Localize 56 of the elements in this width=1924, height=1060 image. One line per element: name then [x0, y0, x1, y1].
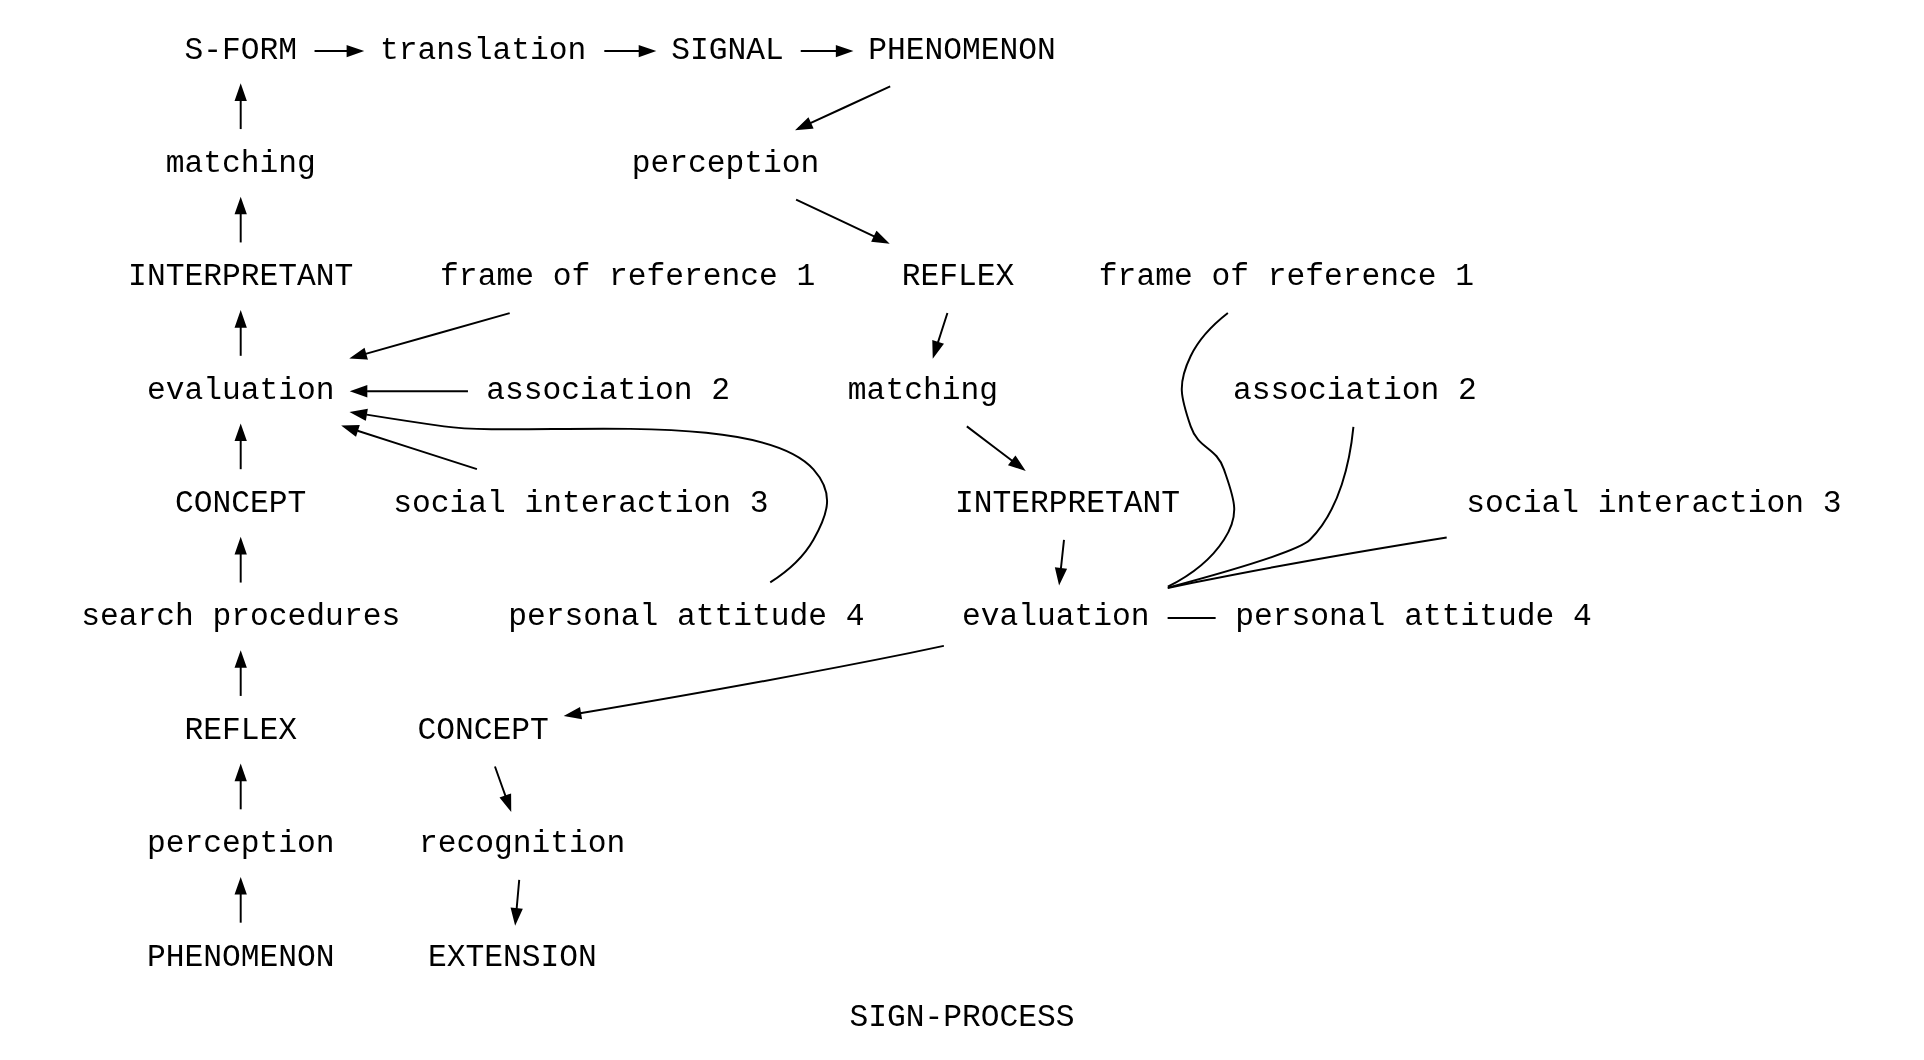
arrow — [234, 536, 247, 584]
arrow — [603, 44, 657, 58]
node-text: perception — [631, 145, 820, 181]
arrow — [795, 85, 892, 131]
connector — [1166, 425, 1355, 589]
connector — [1166, 536, 1448, 590]
node-text: SIGNAL — [671, 32, 784, 68]
node-text: social interaction 3 — [393, 486, 769, 522]
node-text: REFLEX — [901, 259, 1015, 295]
arrow — [349, 385, 469, 398]
arrow — [341, 425, 478, 471]
node-text: S-FORM — [184, 32, 297, 68]
node-text: personal attitude 4 — [1235, 599, 1592, 635]
node-text: frame of reference 1 — [1098, 259, 1475, 295]
node-text: translation — [379, 32, 587, 68]
arrow — [932, 312, 949, 359]
node-text: frame of reference 1 — [440, 259, 816, 295]
arrow — [234, 196, 247, 244]
node-text: INTERPRETANT — [128, 259, 354, 295]
arrow — [234, 83, 247, 131]
node-text: REFLEX — [184, 712, 297, 748]
arrow — [965, 425, 1026, 471]
connector — [1166, 312, 1236, 588]
arrow — [799, 44, 854, 58]
node-text: CONCEPT — [175, 486, 307, 522]
caption: SIGN-PROCESS — [849, 1000, 1075, 1036]
node-text: association 2 — [1232, 372, 1477, 408]
node-text: evaluation — [146, 372, 335, 408]
node-text: association 2 — [486, 372, 731, 408]
node-text: evaluation — [962, 599, 1150, 635]
connector — [1166, 617, 1217, 619]
arrow — [234, 310, 247, 357]
node-text: social interaction 3 — [1466, 486, 1842, 522]
node-text: PHENOMENON — [146, 939, 335, 975]
arrow — [234, 423, 247, 471]
arrow — [349, 408, 828, 584]
node-text: INTERPRETANT — [954, 486, 1181, 522]
arrow — [349, 312, 511, 360]
arrow — [493, 765, 512, 813]
node-text: perception — [146, 826, 335, 862]
node-text: PHENOMENON — [868, 32, 1056, 68]
node-text: CONCEPT — [417, 712, 549, 748]
arrow — [313, 44, 365, 58]
arrow — [563, 644, 945, 720]
arrow — [234, 650, 247, 697]
node-text: matching — [847, 372, 998, 408]
arrow — [234, 876, 247, 924]
node-text: personal attitude 4 — [508, 599, 865, 635]
node-text: matching — [165, 145, 316, 181]
arrow — [795, 198, 890, 244]
arrow — [1054, 538, 1068, 586]
node-text: recognition — [418, 826, 626, 862]
node-text: EXTENSION — [427, 939, 597, 975]
arrow — [234, 763, 247, 811]
arrow — [510, 878, 523, 926]
node-text: search procedures — [81, 599, 401, 635]
